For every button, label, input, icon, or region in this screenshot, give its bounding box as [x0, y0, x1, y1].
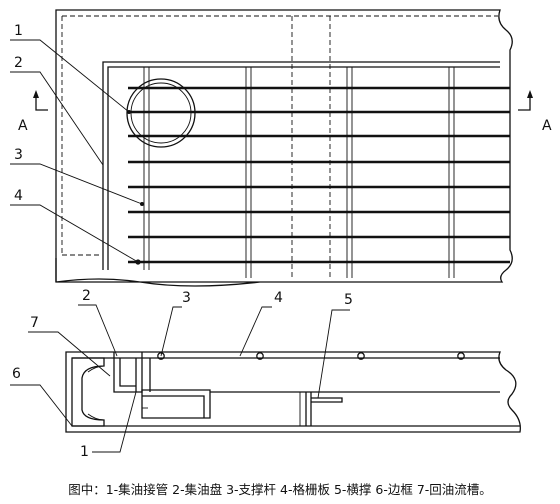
grating-vertical-bars — [143, 67, 455, 278]
plan-outer-frame — [55, 9, 513, 287]
plan-label-4: 4 — [14, 188, 23, 204]
plan-label-1: 1 — [14, 23, 23, 39]
section-label-4: 4 — [274, 290, 283, 306]
section-label-5: 5 — [344, 292, 353, 308]
section-label-2: 2 — [82, 288, 91, 304]
section-label-7: 7 — [30, 315, 39, 331]
cross-brace — [305, 392, 343, 426]
rod-holes — [157, 352, 465, 360]
section-label-6: 6 — [12, 366, 21, 382]
section-marks — [33, 90, 533, 111]
plan-view: 1 2 3 4 A A — [10, 9, 552, 287]
plan-label-2: 2 — [14, 55, 23, 71]
section-outline — [65, 351, 521, 433]
tray-section — [113, 352, 211, 419]
section-mark-left: A — [18, 118, 28, 134]
section-mark-right: A — [542, 118, 552, 134]
plan-hidden-lines — [61, 15, 498, 278]
collecting-tray — [102, 61, 500, 270]
plan-label-3: 3 — [14, 147, 23, 163]
section-view: 2 3 4 5 7 6 1 — [10, 288, 521, 460]
section-leader-lines — [10, 304, 350, 453]
return-channel — [71, 357, 105, 427]
plan-leader-lines — [10, 39, 143, 263]
support-rods — [128, 86, 510, 264]
section-label-1: 1 — [80, 444, 89, 460]
section-label-3: 3 — [182, 290, 191, 306]
figure-caption: 图中：1-集油接管 2-集油盘 3-支撑杆 4-格栅板 5-横撑 6-边框 7-… — [68, 482, 492, 497]
